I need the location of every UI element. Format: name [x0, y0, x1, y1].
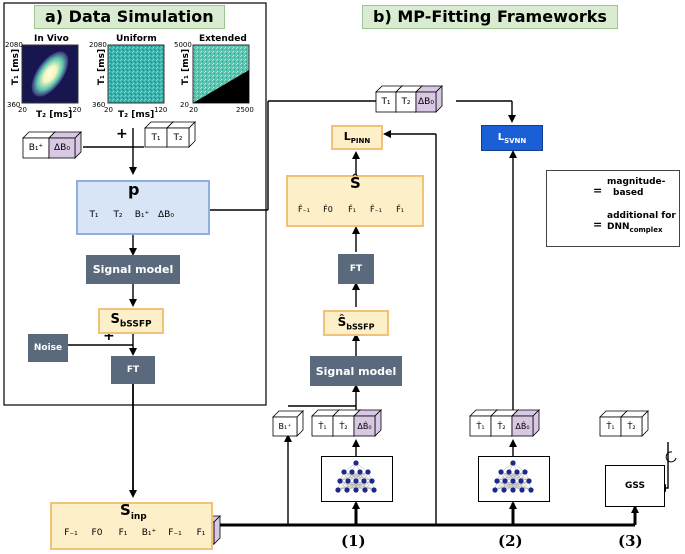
cell-label: F̂₁	[396, 204, 404, 214]
cell-front	[353, 415, 376, 437]
signal-model-box: Signal model	[86, 255, 180, 284]
cell-label: F̂₋₁	[369, 204, 383, 214]
cell-label: F̂0	[323, 204, 333, 214]
connectors	[66, 100, 669, 527]
tick: 2080	[5, 41, 23, 49]
dnn-box-2	[478, 456, 550, 502]
plus-sign: +	[103, 328, 115, 344]
signal-model-box-right: Signal model	[310, 356, 402, 386]
invivo-map	[21, 44, 79, 104]
legend-equals: =	[593, 218, 603, 231]
x-axis-label: T₂ [ms]	[118, 110, 155, 120]
noise-box: Noise	[28, 334, 68, 362]
section-b-title: b) MP-Fitting Frameworks	[362, 5, 618, 29]
invivo-blob	[31, 51, 69, 97]
cell-label: T₂	[401, 97, 411, 107]
cell-front	[415, 91, 437, 113]
l-pinn-box: LPINN	[331, 125, 383, 150]
cell-label: ΔB₀	[158, 210, 174, 220]
loop-icon	[665, 451, 677, 463]
cell-label: B₁⁺	[134, 210, 150, 220]
tick: 120	[154, 106, 168, 114]
cell-label: T̂₂	[339, 421, 348, 431]
cell-label: ΔB₀	[54, 143, 70, 153]
cell-label: T₁	[381, 97, 391, 107]
section-a-title: a) Data Simulation	[34, 5, 225, 29]
cell-label: T₂	[173, 132, 183, 143]
framework-label-1: (1)	[341, 532, 366, 550]
tick: 360	[7, 101, 21, 109]
legend-magnitude-2: based	[613, 188, 644, 198]
gss-box: GSS	[605, 465, 665, 507]
cell-label: F₁	[196, 528, 206, 538]
tick: 360	[92, 101, 106, 109]
tick: 2500	[236, 106, 254, 114]
cell-front	[166, 127, 190, 148]
cell-label: ΔB̂₀	[357, 421, 372, 431]
map-title-invivo: In Vivo	[34, 34, 69, 44]
section-a-frame	[3, 2, 267, 406]
framework-label-3: (3)	[618, 532, 643, 550]
legend-additional-1: additional for	[607, 211, 676, 221]
cell-label: F̂₋₁	[297, 204, 311, 214]
tick: 2080	[89, 41, 107, 49]
y-axis-label: T₁ [ms]	[181, 48, 192, 86]
cell-label: T₂	[113, 210, 123, 220]
l-svnn-box: LSVNN	[481, 125, 543, 151]
ft-box-right: FT	[338, 254, 374, 284]
cell-label: T₁	[151, 132, 161, 143]
cell-front	[272, 416, 298, 437]
s-hat-bssfp-box: ŜbSSFP	[323, 310, 389, 336]
tick: 5000	[174, 41, 192, 49]
cell-label: T₁	[89, 210, 99, 220]
map-title-extended: Extended	[199, 34, 247, 44]
cell-label: ΔB̂₀	[515, 421, 530, 431]
cell-label: F̂₁	[348, 204, 356, 214]
tick: 20	[104, 106, 113, 114]
map-title-uniform: Uniform	[116, 34, 157, 44]
ft-box-left: FT	[111, 356, 155, 384]
uniform-map	[107, 44, 165, 104]
legend-equals: =	[593, 184, 603, 197]
cell-label: B₁⁺	[141, 528, 157, 538]
cell-front	[620, 416, 643, 437]
legend-magnitude-1: magnitude-	[607, 177, 666, 187]
parameter-p-box	[76, 180, 210, 235]
legend-additional-2: DNNcomplex	[607, 222, 663, 234]
s-hat-label: Ŝ	[350, 174, 361, 192]
tick: 20	[180, 101, 189, 109]
tick: 20	[189, 106, 198, 114]
s-inp-box	[50, 502, 213, 550]
tick: 20	[18, 106, 27, 114]
s-hat-box	[286, 175, 424, 227]
cell-label: T̂₁	[476, 421, 485, 431]
cell-label: F0	[91, 528, 103, 538]
cell-label: F₁	[118, 528, 128, 538]
dnn-box-1	[321, 456, 393, 502]
legend-box	[546, 170, 680, 247]
cell-label: ΔB₀	[418, 97, 434, 107]
extended-map-mask	[193, 70, 249, 103]
y-axis-label: T₁ [ms]	[97, 48, 108, 86]
tick: 120	[68, 106, 82, 114]
y-axis-label: T₁ [ms]	[11, 48, 22, 86]
framework-label-2: (2)	[498, 532, 523, 550]
cell-label: T̂₂	[627, 422, 636, 431]
cell-label: T̂₂	[497, 421, 506, 431]
cell-label: F₋₁	[64, 528, 78, 538]
cell-front	[48, 137, 76, 159]
cell-label: B₁⁺	[28, 143, 44, 153]
cell-label: T̂₁	[318, 421, 327, 431]
cell-label: B₁⁺	[278, 422, 292, 431]
x-axis-label: T₂ [ms]	[36, 110, 73, 120]
cell-front	[511, 415, 534, 437]
p-label: p	[128, 180, 140, 199]
cell-label: F₋₁	[168, 528, 182, 538]
cell-label: T̂₁	[606, 422, 615, 431]
plus-sign: +	[116, 126, 128, 142]
s-inp-label: Sinp	[120, 501, 147, 522]
s-bssfp-box: SbSSFP	[98, 308, 164, 334]
